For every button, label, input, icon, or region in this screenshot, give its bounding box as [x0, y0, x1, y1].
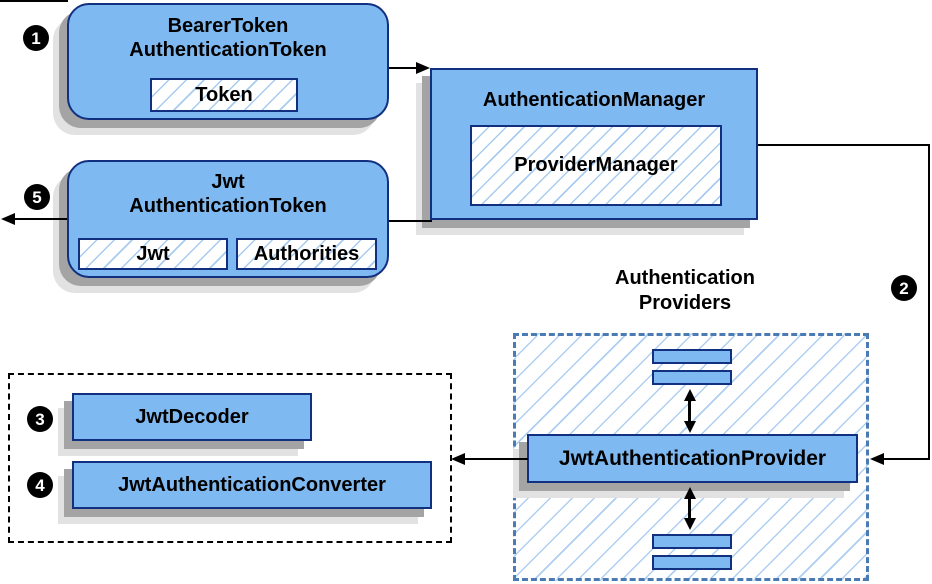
authorities-field: Authorities — [236, 238, 377, 270]
arrow-manager-to-provider-bottom-segment — [882, 458, 930, 460]
arrow-down-icon — [684, 421, 696, 433]
step-badge-5: 5 — [24, 184, 50, 210]
node-title-line2: AuthenticationToken — [129, 195, 327, 217]
arrow-up-icon — [684, 487, 696, 499]
node-title-line1: Jwt — [211, 171, 245, 193]
arrow-provider-to-decoders-line — [462, 458, 528, 460]
arrow-up-icon — [684, 389, 696, 401]
provider-stack-rect — [652, 555, 732, 570]
bidirectional-arrow-bottom-shaft — [688, 497, 691, 520]
node-title-line1: BearerToken — [167, 15, 289, 37]
step-badge-3: 3 — [27, 406, 53, 432]
flow-line-out — [13, 218, 67, 220]
token-field-label: Token — [195, 83, 253, 106]
node-title: AuthenticationManager — [482, 89, 706, 111]
jwt-decoder-label: JwtDecoder — [135, 405, 249, 428]
providers-label-line2: Providers — [638, 292, 732, 314]
step-badge-2: 2 — [891, 275, 917, 301]
authorities-field-label: Authorities — [253, 242, 360, 265]
step-number: 1 — [31, 28, 41, 48]
jwt-authentication-provider-node: JwtAuthenticationProvider — [527, 434, 858, 483]
step-number: 5 — [32, 187, 42, 207]
authentication-providers-label: Authentication Providers — [590, 266, 780, 316]
provider-stack-rect — [652, 534, 732, 549]
arrow-left-icon — [870, 453, 884, 465]
providers-label-line1: Authentication — [615, 267, 755, 289]
arrow-bearer-to-manager-line — [389, 67, 419, 69]
arrow-manager-to-provider-top-segment — [758, 144, 930, 146]
step-number: 2 — [899, 278, 909, 298]
bidirectional-arrow-top-shaft — [688, 399, 691, 424]
provider-manager-field: ProviderManager — [470, 125, 722, 206]
provider-stack-rect — [652, 370, 732, 385]
line-manager-to-jwt-token — [389, 220, 432, 222]
provider-manager-label: ProviderManager — [514, 154, 678, 176]
step-number: 3 — [35, 409, 45, 429]
token-field: Token — [150, 78, 298, 112]
jwt-authentication-converter-label: JwtAuthenticationConverter — [118, 473, 386, 496]
step-number: 4 — [35, 475, 45, 495]
arrow-right-icon — [416, 62, 430, 74]
jwt-field: Jwt — [78, 238, 228, 270]
jwt-authentication-provider-label: JwtAuthenticationProvider — [558, 446, 827, 470]
flow-line-in — [0, 0, 68, 2]
arrow-left-icon — [451, 453, 465, 465]
provider-stack-rect — [652, 349, 732, 364]
step-badge-4: 4 — [27, 472, 53, 498]
jwt-decoder-node: JwtDecoder — [72, 393, 312, 441]
arrow-left-icon — [1, 213, 15, 225]
decoders-group — [8, 373, 452, 543]
jwt-authentication-converter-node: JwtAuthenticationConverter — [72, 461, 432, 509]
jwt-field-label: Jwt — [136, 242, 170, 265]
node-title-line2: AuthenticationToken — [129, 39, 327, 61]
step-badge-1: 1 — [23, 25, 49, 51]
arrow-manager-to-provider-vertical-segment — [928, 144, 930, 460]
arrow-down-icon — [684, 518, 696, 530]
